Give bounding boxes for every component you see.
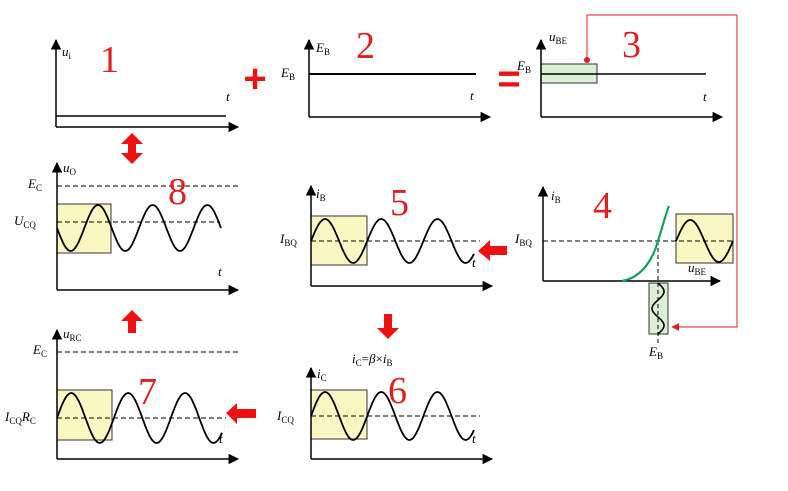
- panel-6-signal-wave: [310, 391, 475, 441]
- panel-4-x-label: uBE: [688, 260, 707, 277]
- panel-7-y-label: uRC: [63, 326, 82, 343]
- panel-2-y-label: EB: [315, 40, 330, 57]
- panel-4-level-label: IBQ: [514, 231, 532, 248]
- panel-5-signal-wave: [310, 218, 475, 264]
- plus-operator: +: [243, 57, 266, 101]
- panel-8: uO EC UCQ t 8: [14, 160, 240, 296]
- panel-7-x-label: t: [219, 431, 223, 446]
- panel-4-bottom-label: EB: [648, 344, 663, 361]
- panel-7-top-label: EC: [32, 342, 47, 359]
- flow-arrows: [121, 133, 507, 424]
- panel-8-top-label: EC: [27, 176, 42, 193]
- panel-4: iB IBQ uBE EB 4: [514, 185, 735, 361]
- panel-3-number: 3: [622, 24, 641, 66]
- panel-6-formula: iC=β×iB: [352, 351, 392, 368]
- panel-1-y-label: ui: [62, 44, 72, 61]
- panel-5: iB IBQ t 5: [279, 182, 494, 292]
- panel-6: iC ICQ t iC=β×iB 6: [276, 351, 494, 465]
- feedback-start-dot: [584, 57, 590, 63]
- panel-6-x-label: t: [472, 431, 476, 446]
- left-arrow-4-to-5: [478, 240, 507, 261]
- panel-7-signal-wave: [56, 392, 223, 444]
- panel-5-x-label: t: [472, 255, 476, 270]
- feedback-line: [586, 14, 738, 331]
- panel-5-number: 5: [390, 182, 409, 224]
- panel-8-signal-wave: [56, 204, 222, 252]
- panel-5-level-label: IBQ: [279, 231, 297, 248]
- panel-2-x-label: t: [470, 88, 474, 103]
- panel-8-number: 8: [168, 171, 187, 213]
- equals-operator: =: [497, 57, 520, 101]
- up-arrow-7-to-8: [121, 310, 143, 333]
- panel-6-y-label: iC: [317, 366, 327, 383]
- panel-4-output-window: [675, 213, 734, 264]
- panel-4-output-wave: [675, 219, 734, 263]
- panel-4-y-label: iB: [551, 188, 561, 205]
- panel-1-x-label: t: [226, 89, 230, 104]
- panel-3-x-label: t: [703, 89, 707, 104]
- panel-3-level-label: EB: [516, 58, 531, 75]
- panel-6-number: 6: [388, 370, 407, 412]
- panel-3-y-label: uBE: [549, 29, 568, 46]
- panel-7-level-label: ICQRC: [4, 409, 36, 426]
- panel-2: EB EB t 2: [280, 25, 492, 123]
- panel-1-number: 1: [100, 39, 119, 81]
- feedback-connector: [584, 14, 738, 331]
- left-arrow-6-to-7: [226, 403, 256, 424]
- panel-3: uBE EB t 3: [516, 24, 724, 123]
- panel-1: ui t 1: [50, 38, 240, 133]
- panel-7: uRC EC ICQRC t 7: [4, 326, 240, 465]
- panel-7-number: 7: [138, 371, 157, 413]
- panel-4-number: 4: [593, 185, 612, 227]
- panel-2-level-label: EB: [280, 65, 295, 82]
- double-vertical-arrow: [121, 133, 143, 164]
- panel-8-x-label: t: [218, 264, 222, 279]
- panel-4-input-wave: [651, 282, 665, 335]
- panel-4-transfer-curve: [621, 205, 671, 283]
- panel-5-y-label: iB: [316, 186, 326, 203]
- down-arrow-5-to-6: [377, 314, 399, 339]
- panel-8-y-label: uO: [63, 160, 77, 177]
- panel-2-number: 2: [356, 25, 375, 67]
- panel-8-level-label: UCQ: [14, 213, 36, 230]
- panel-6-level-label: ICQ: [276, 408, 294, 425]
